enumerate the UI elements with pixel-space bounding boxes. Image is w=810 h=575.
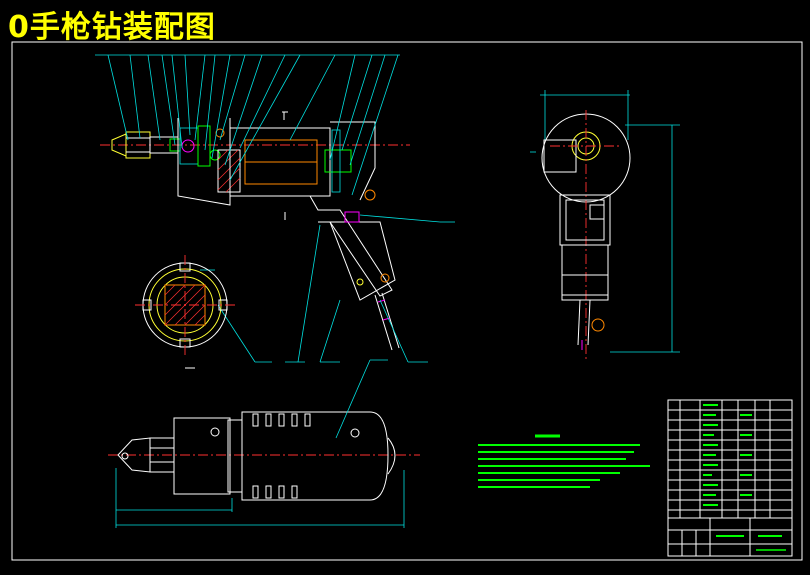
exterior-view <box>108 359 420 528</box>
handle-grip <box>329 221 396 301</box>
parts-list-table <box>667 399 793 519</box>
motor-housing <box>229 127 331 197</box>
drawing-title: 0手枪钻装配图 <box>8 10 216 45</box>
cross-section-view <box>135 255 235 369</box>
main-section-view <box>100 111 410 351</box>
gear-block <box>217 149 241 193</box>
side-view <box>530 90 680 360</box>
exterior-body <box>241 411 389 501</box>
trigger <box>344 211 360 223</box>
technical-requirements-block <box>478 434 650 488</box>
rear-housing <box>330 121 376 201</box>
side-handle <box>561 244 609 301</box>
drawing-frame <box>11 41 803 561</box>
part-callout-leaders <box>95 54 455 363</box>
vent-slots <box>252 413 311 499</box>
handle-outline <box>309 195 393 297</box>
title-block <box>667 517 793 557</box>
commutator <box>324 149 352 173</box>
power-cord <box>374 294 393 351</box>
